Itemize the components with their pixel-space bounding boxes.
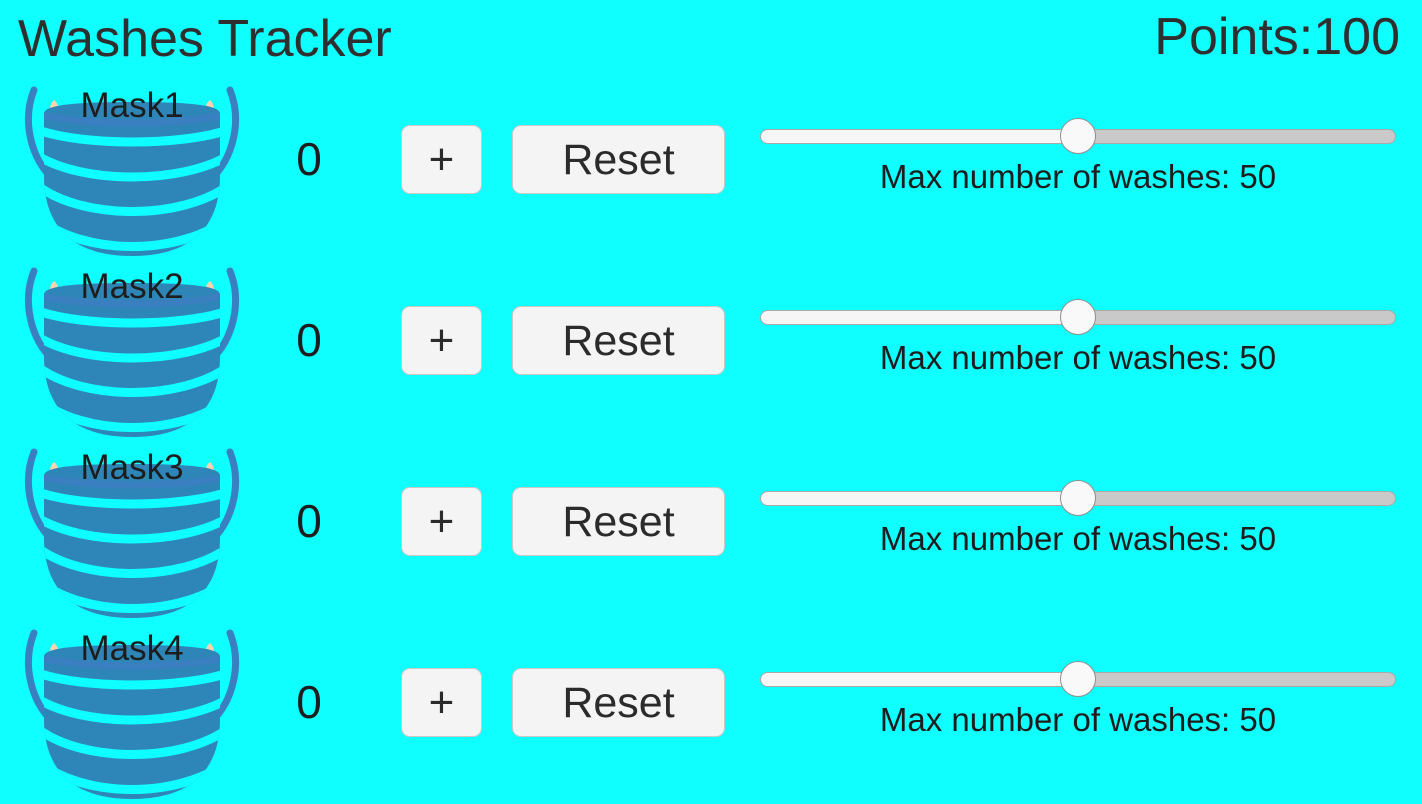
- mask-figure: Mask2: [14, 261, 250, 439]
- reset-washes-button-1[interactable]: Reset: [512, 125, 725, 194]
- slider-fill: [761, 130, 1078, 143]
- mask-row-3: Mask3 0 + Reset Max number of washes: 50: [0, 442, 1422, 623]
- max-washes-caption-1: Max number of washes: 50: [879, 158, 1277, 195]
- increment-washes-button-2[interactable]: +: [401, 306, 482, 375]
- points-display: Points:100: [1154, 8, 1400, 66]
- face-mask-icon: [25, 267, 239, 437]
- mask-figure: Mask3: [14, 442, 250, 620]
- face-mask-icon: [25, 629, 239, 799]
- max-washes-caption-4: Max number of washes: 50: [879, 701, 1277, 738]
- max-washes-slider-3[interactable]: [760, 480, 1396, 516]
- slider-thumb[interactable]: [1060, 299, 1096, 335]
- slider-fill: [761, 492, 1078, 505]
- max-washes-caption-3: Max number of washes: 50: [879, 520, 1277, 557]
- slider-thumb[interactable]: [1060, 118, 1096, 154]
- page-title: Washes Tracker: [18, 10, 392, 68]
- wash-count-value-1: 0: [296, 133, 322, 185]
- slider-thumb[interactable]: [1060, 480, 1096, 516]
- increment-washes-button-3[interactable]: +: [401, 487, 482, 556]
- max-washes-slider-2[interactable]: [760, 299, 1396, 335]
- face-mask-icon: [25, 448, 239, 618]
- reset-washes-button-3[interactable]: Reset: [512, 487, 725, 556]
- mask-row-1: Mask1 0 + Reset Max number of washes: 50: [0, 80, 1422, 261]
- app-header: Washes Tracker Points:100: [0, 0, 1422, 80]
- increment-washes-button-1[interactable]: +: [401, 125, 482, 194]
- max-washes-slider-4[interactable]: [760, 661, 1396, 697]
- reset-washes-button-2[interactable]: Reset: [512, 306, 725, 375]
- face-mask-icon: [25, 86, 239, 256]
- increment-washes-button-4[interactable]: +: [401, 668, 482, 737]
- wash-count-value-2: 0: [296, 314, 322, 366]
- wash-count-value-3: 0: [296, 495, 322, 547]
- max-washes-caption-2: Max number of washes: 50: [879, 339, 1277, 376]
- mask-row-4: Mask4 0 + Reset Max number of washes: 50: [0, 623, 1422, 804]
- slider-thumb[interactable]: [1060, 661, 1096, 697]
- mask-figure: Mask1: [14, 80, 250, 258]
- max-washes-slider-1[interactable]: [760, 118, 1396, 154]
- wash-count-value-4: 0: [296, 676, 322, 728]
- slider-fill: [761, 673, 1078, 686]
- mask-figure: Mask4: [14, 623, 250, 801]
- reset-washes-button-4[interactable]: Reset: [512, 668, 725, 737]
- mask-row-2: Mask2 0 + Reset Max number of washes: 50: [0, 261, 1422, 442]
- slider-fill: [761, 311, 1078, 324]
- mask-rows-list: Mask1 0 + Reset Max number of washes: 50: [0, 80, 1422, 804]
